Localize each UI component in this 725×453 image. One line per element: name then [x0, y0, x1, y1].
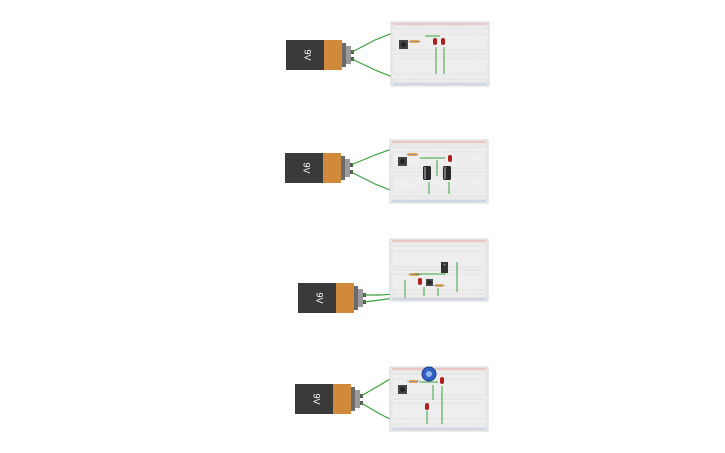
circuit-4: 9V: [295, 366, 489, 432]
pushbutton[interactable]: [426, 279, 433, 286]
ic-chip: [441, 262, 448, 273]
pushbutton[interactable]: [399, 40, 408, 49]
pushbutton[interactable]: [398, 385, 407, 394]
battery-9v[interactable]: 9V: [286, 40, 354, 70]
breadboard: [389, 139, 489, 204]
breadboard: [389, 238, 489, 302]
jumper-wire: [420, 157, 450, 194]
circuit-3: 9V: [298, 238, 489, 313]
breadboard: [389, 366, 489, 432]
capacitor: [443, 166, 451, 180]
jumper-wire: [404, 262, 458, 298]
resistor: [408, 40, 421, 43]
resistor: [406, 153, 419, 156]
led-red: [441, 38, 445, 45]
resistor: [407, 380, 420, 383]
potentiometer[interactable]: [421, 366, 437, 382]
jumper-wire: [425, 35, 445, 74]
breadboard: [390, 21, 490, 87]
battery-label: 9V: [302, 162, 312, 173]
jumper-wire: [420, 381, 443, 424]
led-red: [448, 155, 452, 162]
battery-9v[interactable]: 9V: [298, 283, 366, 313]
led-red: [425, 403, 429, 410]
led-red: [440, 377, 444, 384]
battery-9v[interactable]: 9V: [295, 384, 363, 414]
battery-label: 9V: [303, 49, 313, 60]
circuit-1: 9V: [286, 21, 490, 87]
capacitor: [423, 166, 431, 180]
circuit-2: 9V: [285, 139, 489, 204]
battery-label: 9V: [315, 292, 325, 303]
battery-label: 9V: [312, 393, 322, 404]
battery-9v[interactable]: 9V: [285, 153, 353, 183]
resistor: [433, 284, 445, 287]
led-red: [418, 278, 422, 285]
led-red: [433, 38, 437, 45]
pushbutton[interactable]: [398, 157, 407, 166]
